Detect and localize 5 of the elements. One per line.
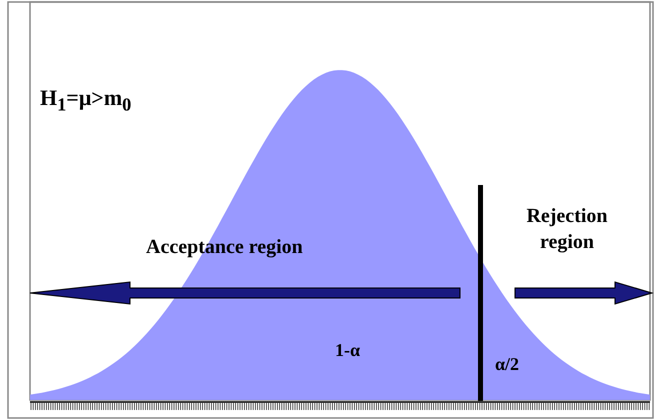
area-label: 1-α (335, 340, 360, 361)
region-label: Rejection region (525, 204, 609, 255)
hypothesis-label: H$_{1}$=μ>m$_{0}$ (40, 85, 132, 116)
region-label: Acceptance region (146, 236, 303, 259)
area-label: α/2 (495, 354, 520, 375)
